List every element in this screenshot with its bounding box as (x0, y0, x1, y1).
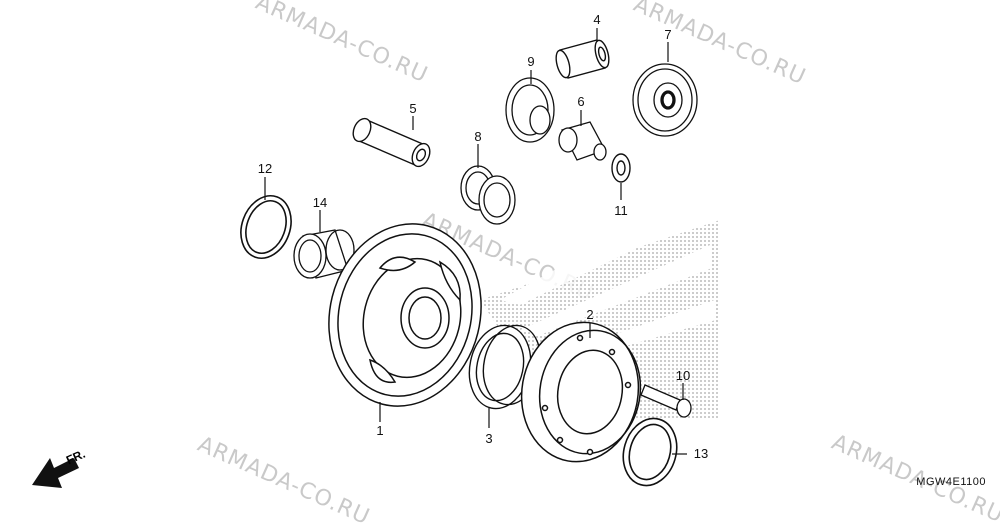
callout-part-14: 14 (312, 195, 328, 210)
callout-part-12: 12 (257, 161, 273, 176)
callout-part-5: 5 (409, 101, 417, 116)
gear-part-1 (328, 223, 482, 407)
diagram-drawing (32, 28, 720, 488)
callout-part-10: 10 (675, 368, 691, 383)
callout-part-9: 9 (527, 54, 535, 69)
callout-part-11: 11 (614, 203, 628, 218)
callout-part-6: 6 (577, 94, 585, 109)
parts-diagram: ARMADA-CO.RU ARMADA-CO.RU ARMADA-CO.RU A… (32, 0, 1000, 530)
callout-part-4: 4 (593, 12, 601, 27)
clutch-outer-part-2 (520, 321, 642, 463)
diagram-code: MGW4E1100 (916, 476, 986, 488)
bolt-part-10 (640, 384, 692, 418)
ring-part-12 (240, 195, 292, 259)
bearing-part-14 (293, 229, 355, 279)
gear-part-9 (505, 77, 555, 143)
gear-part-7 (632, 63, 698, 137)
pin-part-5 (352, 117, 431, 168)
callout-part-2: 2 (586, 307, 594, 322)
washer-part-11 (611, 153, 631, 183)
gear-part-8 (460, 165, 516, 225)
pin-part-4 (555, 39, 610, 79)
callout-part-3: 3 (485, 431, 493, 446)
callout-part-1: 1 (376, 423, 384, 438)
front-direction-arrow (32, 458, 79, 488)
shaft-part-6 (558, 121, 607, 161)
callout-part-8: 8 (474, 129, 482, 144)
callout-part-7: 7 (664, 27, 672, 42)
ring-part-13 (622, 417, 678, 487)
leader-lines (264, 28, 687, 455)
callout-part-13: 13 (693, 446, 709, 461)
